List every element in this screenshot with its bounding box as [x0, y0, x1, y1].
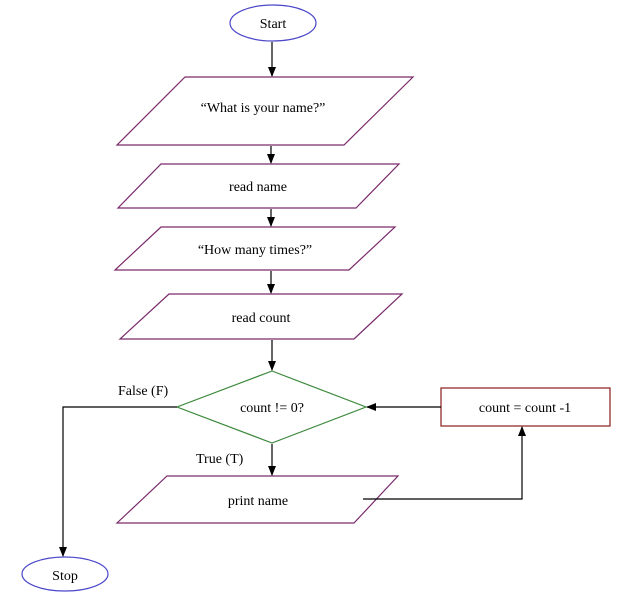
condition-label: count != 0? [240, 401, 304, 416]
false-branch-label: False (F) [118, 384, 169, 399]
prompt-name-label: “What is your name?” [201, 101, 326, 116]
start-terminal [229, 4, 317, 42]
read-name-input [116, 163, 401, 209]
decrement-label: count = count -1 [479, 401, 571, 416]
condition-decision [175, 370, 368, 444]
read-name-label: read name [229, 180, 287, 195]
prompt-times-output [113, 226, 397, 271]
stop-terminal [21, 556, 109, 592]
print-name-label: print name [228, 494, 288, 509]
read-count-input [118, 293, 404, 340]
prompt-name-output [115, 76, 415, 146]
print-name-output [115, 475, 400, 524]
prompt-times-label: “How many times?” [198, 243, 312, 258]
arrow-print-name-to-decrement [363, 426, 526, 500]
start-label: Start [260, 17, 287, 32]
read-count-label: read count [232, 311, 291, 326]
arrow-condition-false-to-stop [59, 406, 177, 557]
true-branch-label: True (T) [196, 452, 244, 467]
stop-label: Stop [52, 569, 78, 584]
